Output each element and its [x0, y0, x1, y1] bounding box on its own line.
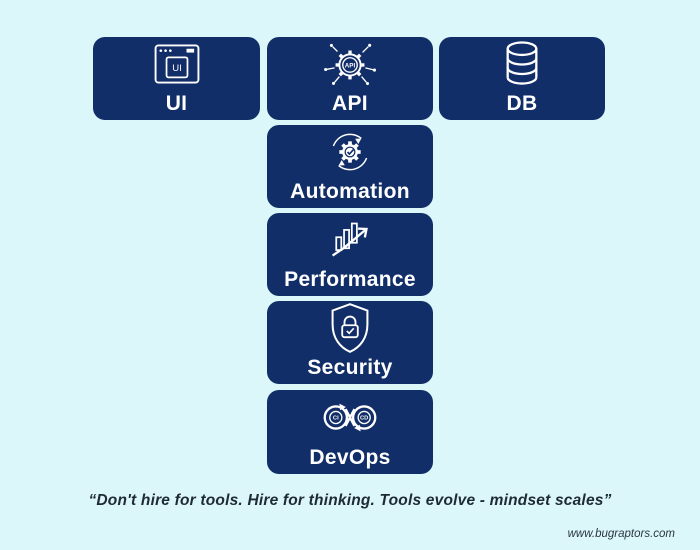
node-performance: Performance: [267, 213, 433, 296]
svg-text:API: API: [345, 62, 356, 69]
node-ui: UI UI: [93, 37, 260, 120]
browser-window-icon: UI: [154, 39, 200, 89]
node-devops: CI CD DevOps: [267, 390, 433, 474]
node-security: Security: [267, 301, 433, 384]
database-cylinder-icon: [501, 39, 543, 89]
bar-chart-arrow-icon: [324, 215, 376, 265]
node-label-db: DB: [506, 92, 538, 115]
quote-text: “Don't hire for tools. Hire for thinking…: [88, 492, 612, 509]
ci-cd-infinity-icon: CI CD: [318, 393, 382, 443]
node-label-performance: Performance: [284, 268, 416, 291]
node-api: API API: [267, 37, 433, 120]
shield-lock-icon: [328, 303, 372, 353]
gear-check-cycle-icon: [324, 127, 376, 177]
node-label-api: API: [332, 92, 368, 115]
watermark-url: www.bugraptors.com: [567, 528, 675, 540]
node-label-automation: Automation: [290, 180, 410, 203]
svg-text:UI: UI: [172, 63, 182, 74]
node-db: DB: [439, 37, 605, 120]
node-label-devops: DevOps: [309, 445, 391, 469]
node-label-ui: UI: [165, 92, 188, 115]
svg-text:CD: CD: [360, 416, 368, 422]
svg-text:CI: CI: [333, 416, 339, 422]
node-automation: Automation: [267, 125, 433, 208]
api-gear-circuit-icon: API: [323, 39, 377, 89]
node-label-security: Security: [307, 356, 393, 379]
